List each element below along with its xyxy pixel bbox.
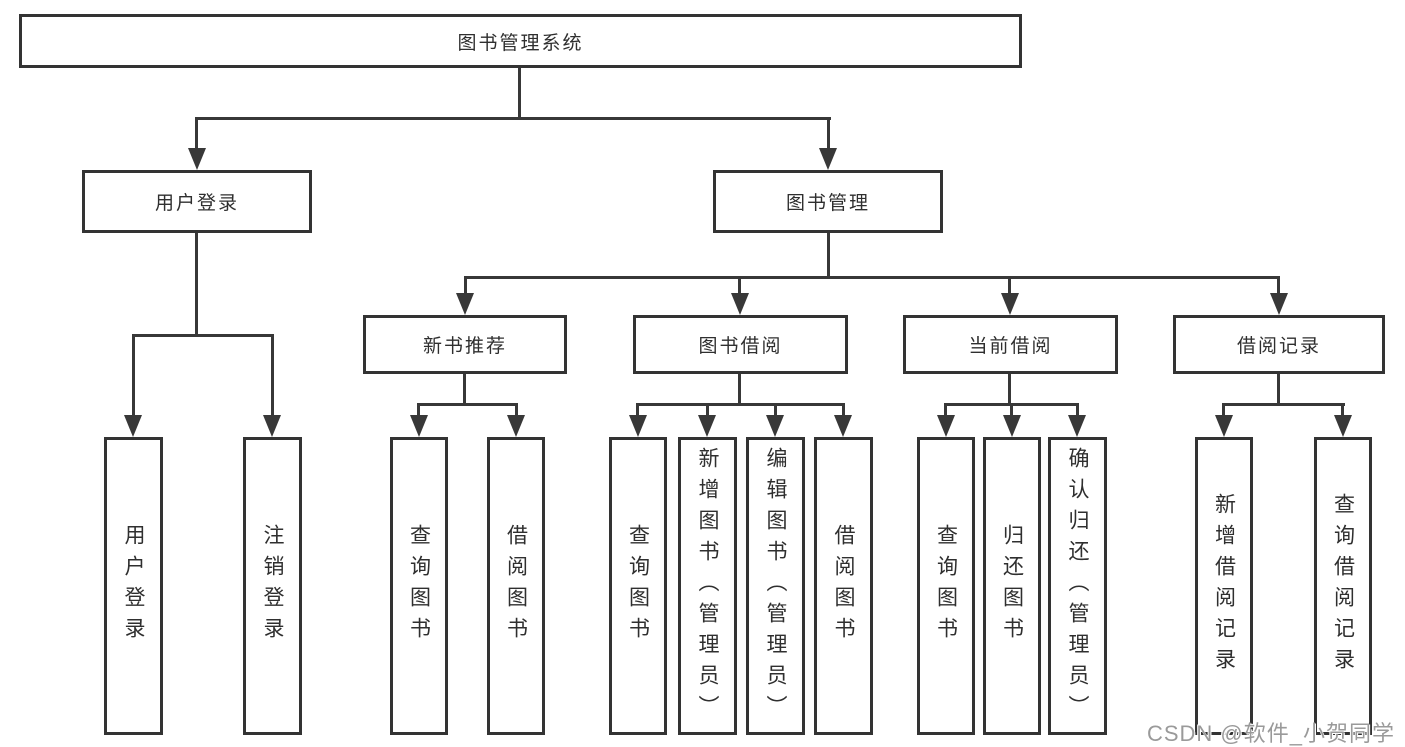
node-label: 查询图书 <box>626 524 650 648</box>
arrow-down-icon <box>731 293 749 315</box>
connector-line <box>196 117 831 120</box>
leaf-add-borrow-record: 新增借阅记录 <box>1195 437 1253 735</box>
arrow-down-icon <box>698 415 716 437</box>
node-book-management: 图书管理 <box>713 170 943 233</box>
arrow-down-icon <box>834 415 852 437</box>
arrow-down-icon <box>1270 293 1288 315</box>
node-label: 用户登录 <box>154 193 239 214</box>
node-label: 归还图书 <box>1000 524 1024 648</box>
node-label: 借阅记录 <box>1236 336 1321 357</box>
connector-line <box>1222 403 1225 417</box>
connector-line <box>132 334 274 337</box>
arrow-down-icon <box>1001 293 1019 315</box>
leaf-borrow-books-recommend: 借阅图书 <box>487 437 545 735</box>
node-library-management-system: 图书管理系统 <box>19 14 1022 68</box>
connector-line <box>944 403 947 417</box>
node-label: 查询借阅记录 <box>1331 493 1355 679</box>
node-label: 新增借阅记录 <box>1212 493 1236 679</box>
node-label: 查询图书 <box>934 524 958 648</box>
connector-line <box>464 276 1280 279</box>
connector-line <box>1008 374 1011 406</box>
node-label: 借阅图书 <box>832 524 855 648</box>
connector-line <box>738 374 741 406</box>
arrow-down-icon <box>766 415 784 437</box>
node-label: 用户登录 <box>122 524 145 648</box>
leaf-return-book: 归还图书 <box>983 437 1041 735</box>
connector-line <box>271 334 274 417</box>
connector-line <box>636 403 639 417</box>
connector-line <box>417 403 518 406</box>
node-label: 图书借阅 <box>698 336 783 357</box>
connector-line <box>463 374 466 406</box>
leaf-query-borrow-record: 查询借阅记录 <box>1314 437 1372 735</box>
leaf-query-books-current: 查询图书 <box>917 437 975 735</box>
arrow-down-icon <box>456 293 474 315</box>
arrow-down-icon <box>188 148 206 170</box>
node-label: 注销登录 <box>261 524 284 648</box>
connector-line <box>518 68 521 119</box>
node-label: 编辑图书（管理员） <box>764 446 787 726</box>
connector-line <box>1076 403 1079 417</box>
arrow-down-icon <box>1215 415 1233 437</box>
arrow-down-icon <box>124 415 142 437</box>
connector-line <box>1008 276 1011 295</box>
arrow-down-icon <box>1003 415 1021 437</box>
connector-line <box>132 334 135 417</box>
connector-line <box>195 117 198 150</box>
node-borrow-record: 借阅记录 <box>1173 315 1385 374</box>
connector-line <box>417 403 420 417</box>
node-label: 新增图书（管理员） <box>696 446 719 726</box>
connector-line <box>636 403 845 406</box>
node-new-book-recommend: 新书推荐 <box>363 315 567 374</box>
connector-line <box>738 276 741 295</box>
connector-line <box>827 233 830 278</box>
arrow-down-icon <box>507 415 525 437</box>
leaf-logout: 注销登录 <box>243 437 302 735</box>
arrow-down-icon <box>937 415 955 437</box>
leaf-query-books-borrow: 查询图书 <box>609 437 667 735</box>
leaf-borrow-books: 借阅图书 <box>814 437 873 735</box>
leaf-edit-book-admin: 编辑图书（管理员） <box>746 437 805 735</box>
leaf-add-book-admin: 新增图书（管理员） <box>678 437 737 735</box>
connector-line <box>515 403 518 417</box>
node-label: 当前借阅 <box>968 336 1053 357</box>
arrow-down-icon <box>410 415 428 437</box>
connector-line <box>195 233 198 336</box>
arrow-down-icon <box>819 148 837 170</box>
node-book-borrow: 图书借阅 <box>633 315 848 374</box>
arrow-down-icon <box>629 415 647 437</box>
node-label: 借阅图书 <box>504 524 528 648</box>
leaf-confirm-return-admin: 确认归还（管理员） <box>1048 437 1107 735</box>
connector-line <box>774 403 777 417</box>
arrow-down-icon <box>1334 415 1352 437</box>
connector-line <box>1277 374 1280 406</box>
node-label: 确认归还（管理员） <box>1066 446 1089 726</box>
connector-line <box>706 403 709 417</box>
leaf-query-books-recommend: 查询图书 <box>390 437 448 735</box>
node-label: 图书管理 <box>785 193 870 214</box>
node-label: 新书推荐 <box>422 336 507 357</box>
leaf-user-login: 用户登录 <box>104 437 163 735</box>
node-label: 图书管理系统 <box>457 32 584 54</box>
arrow-down-icon <box>263 415 281 437</box>
connector-line <box>1010 403 1013 417</box>
connector-line <box>1222 403 1345 406</box>
connector-line <box>1277 276 1280 295</box>
node-current-borrow: 当前借阅 <box>903 315 1118 374</box>
connector-line <box>1341 403 1344 417</box>
connector-line <box>842 403 845 417</box>
node-label: 查询图书 <box>407 524 431 648</box>
connector-line <box>827 117 830 150</box>
arrow-down-icon <box>1068 415 1086 437</box>
connector-line <box>464 276 467 295</box>
node-user-login: 用户登录 <box>82 170 312 233</box>
watermark: CSDN @软件_小贺同学 <box>1146 721 1395 746</box>
